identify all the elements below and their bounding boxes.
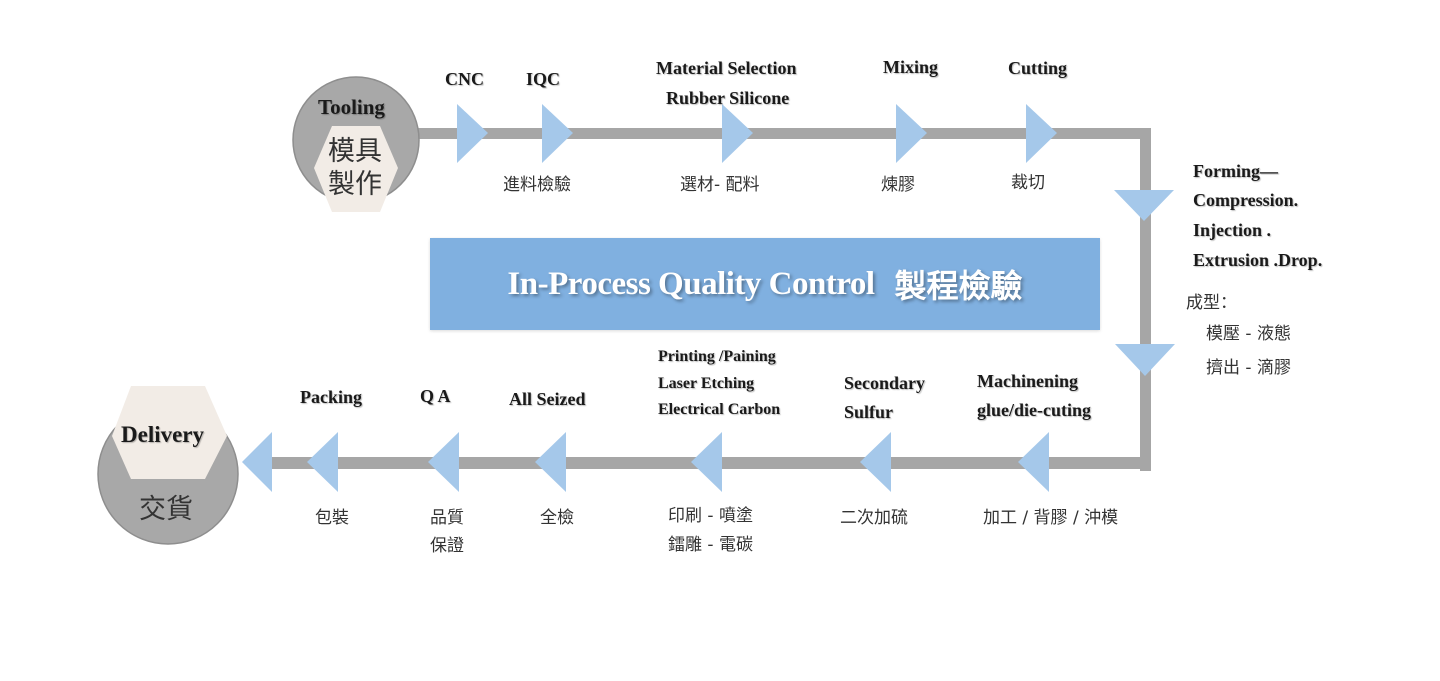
step-printing-zh-2: 鐳雕 - 電碳 — [668, 535, 753, 555]
step-forming-en-4: Extrusion .Drop. — [1193, 250, 1323, 270]
right-arrow-icon — [722, 104, 753, 163]
left-arrow-icon — [1018, 432, 1049, 492]
right-arrow-icon — [896, 104, 927, 163]
step-iqc-en: IQC — [526, 69, 561, 89]
step-qa-zh-1: 品質 — [430, 508, 464, 528]
end-node-label-zh: 交貨 — [139, 494, 193, 525]
step-qa-en: Q A — [420, 386, 451, 406]
step-cnc-en: CNC — [445, 69, 484, 89]
step-iqc-zh: 進料檢驗 — [503, 175, 571, 195]
step-packing-en: Packing — [300, 387, 363, 407]
right-connector-line — [1140, 128, 1151, 471]
step-machining-zh: 加工 / 背膠 / 沖模 — [983, 508, 1119, 528]
end-node-label-en: Delivery — [121, 422, 205, 447]
left-arrow-icon — [307, 432, 338, 492]
down-arrow-icon — [1114, 190, 1174, 221]
top-connector-line — [410, 128, 1150, 139]
step-mixing-en: Mixing — [883, 57, 939, 77]
left-arrow-icon — [691, 432, 722, 492]
step-forming-en-2: Compression. — [1193, 190, 1299, 210]
step-secondary-en-1: Secondary — [844, 373, 925, 393]
step-forming-zh-2: 擠出 - 滴膠 — [1206, 358, 1291, 378]
step-forming-zh-title: 成型： — [1186, 293, 1237, 313]
end-node-delivery — [97, 386, 239, 545]
step-cutting-en: Cutting — [1008, 58, 1068, 78]
down-arrow-icon — [1115, 344, 1175, 376]
step-forming-en-3: Injection . — [1193, 220, 1271, 240]
step-printing-en-3: Electrical Carbon — [658, 401, 781, 418]
step-printing-en-2: Laser Etching — [658, 375, 755, 392]
start-node-label-en: Tooling — [318, 95, 385, 119]
step-material-en-1: Material Selection — [656, 58, 797, 78]
banner-title-zh: 製程檢驗 — [894, 267, 1023, 305]
step-printing-en-1: Printing /Paining — [658, 348, 776, 365]
right-arrow-icon — [542, 104, 573, 163]
step-all-seized-zh: 全檢 — [540, 508, 574, 528]
quality-control-banner: In-Process Quality Control 製程檢驗 — [430, 238, 1100, 330]
step-forming-zh-1: 模壓 - 液態 — [1206, 324, 1291, 344]
start-node-hexagon — [314, 126, 398, 212]
left-arrow-icon — [428, 432, 459, 492]
left-arrow-icon — [242, 432, 272, 492]
end-node-hexagon — [112, 386, 227, 479]
right-arrow-icon — [457, 104, 488, 163]
right-arrow-icon — [1026, 104, 1057, 163]
start-node-tooling — [292, 76, 420, 212]
banner-title-en: In-Process Quality Control — [507, 265, 875, 302]
step-machining-en-1: Machinening — [977, 371, 1079, 391]
step-forming-en-1: Forming— — [1193, 161, 1278, 181]
step-material-zh: 選材- 配料 — [680, 175, 760, 195]
step-mixing-zh: 煉膠 — [881, 175, 915, 195]
step-machining-en-2: glue/die-cuting — [977, 400, 1092, 420]
step-secondary-en-2: Sulfur — [844, 402, 894, 422]
start-node-label-zh-line1: 模具 — [328, 136, 382, 167]
start-node-label-zh-line2: 製作 — [328, 169, 382, 200]
step-material-en-2: Rubber Silicone — [666, 88, 790, 108]
left-arrow-icon — [535, 432, 566, 492]
left-arrow-icon — [860, 432, 891, 492]
step-packing-zh: 包裝 — [315, 508, 349, 528]
step-secondary-zh: 二次加硫 — [840, 508, 908, 528]
step-all-seized-en: All Seized — [509, 389, 586, 409]
step-printing-zh-1: 印刷 - 噴塗 — [668, 506, 753, 526]
step-qa-zh-2: 保證 — [430, 536, 464, 556]
step-cutting-zh: 裁切 — [1011, 173, 1045, 193]
